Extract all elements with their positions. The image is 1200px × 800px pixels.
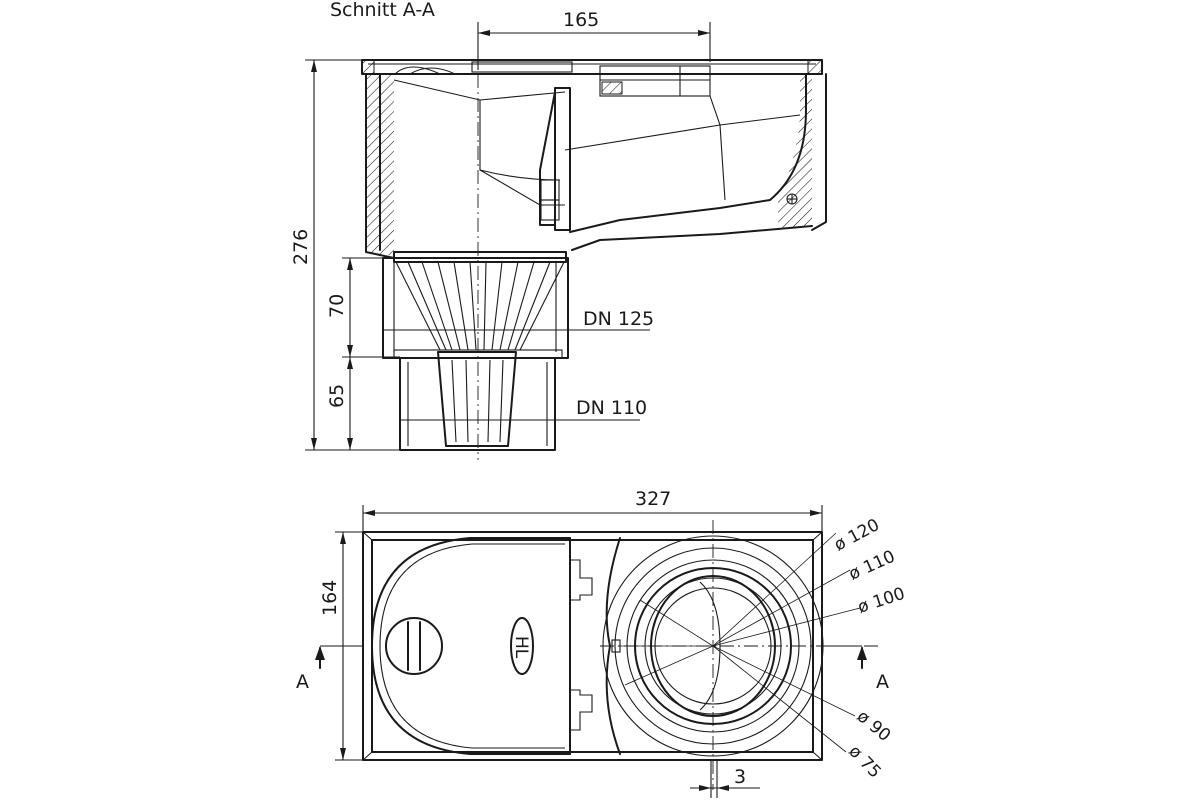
section-view: Schnitt A-A 165 276 70 xyxy=(290,0,827,460)
dim-70-label: 70 xyxy=(326,294,348,318)
dim-3-label: 3 xyxy=(734,766,746,788)
outlet-rings xyxy=(600,520,880,790)
pipe-dn125: DN 125 xyxy=(382,257,654,359)
diameter-120: ø 120 xyxy=(831,515,883,555)
section-marker-right: A xyxy=(822,645,889,693)
dim-276-label: 276 xyxy=(290,229,312,265)
dimension-65: 65 xyxy=(326,357,353,450)
diameter-labels: ø 120 ø 110 ø 100 ø 90 ø 75 xyxy=(831,515,907,782)
dim-164-label: 164 xyxy=(319,580,341,616)
pipe-dn110: DN 110 xyxy=(399,351,647,451)
top-frame xyxy=(361,59,823,97)
dimension-165: 165 xyxy=(477,9,711,70)
cover-plate xyxy=(371,537,593,755)
diameter-90: ø 90 xyxy=(853,707,895,746)
drain-body xyxy=(365,50,827,460)
dim-65-label: 65 xyxy=(326,384,348,408)
dimension-70: 70 xyxy=(326,257,400,358)
logo-text: HL xyxy=(511,636,531,659)
dim-165-label: 165 xyxy=(563,9,599,31)
dimension-327: 327 xyxy=(362,488,823,532)
dn110-label: DN 110 xyxy=(576,397,647,419)
section-mark-left-label: A xyxy=(296,671,309,693)
logo-hl: HL xyxy=(510,617,534,675)
dn125-label: DN 125 xyxy=(583,308,654,330)
plan-view: 327 164 xyxy=(296,488,907,798)
section-title: Schnitt A-A xyxy=(330,0,435,21)
diameter-110: ø 110 xyxy=(846,547,898,585)
handle-knob xyxy=(385,617,443,675)
dimension-3: 3 xyxy=(690,760,760,798)
strainer-basket xyxy=(393,251,567,351)
diameter-75: ø 75 xyxy=(844,742,884,783)
trap-flap xyxy=(539,87,571,231)
dimension-276: 276 xyxy=(290,59,400,451)
section-marker-left: A xyxy=(296,645,363,693)
section-mark-right-label: A xyxy=(876,671,889,693)
diameter-100: ø 100 xyxy=(855,584,907,618)
dim-327-label: 327 xyxy=(635,488,671,510)
